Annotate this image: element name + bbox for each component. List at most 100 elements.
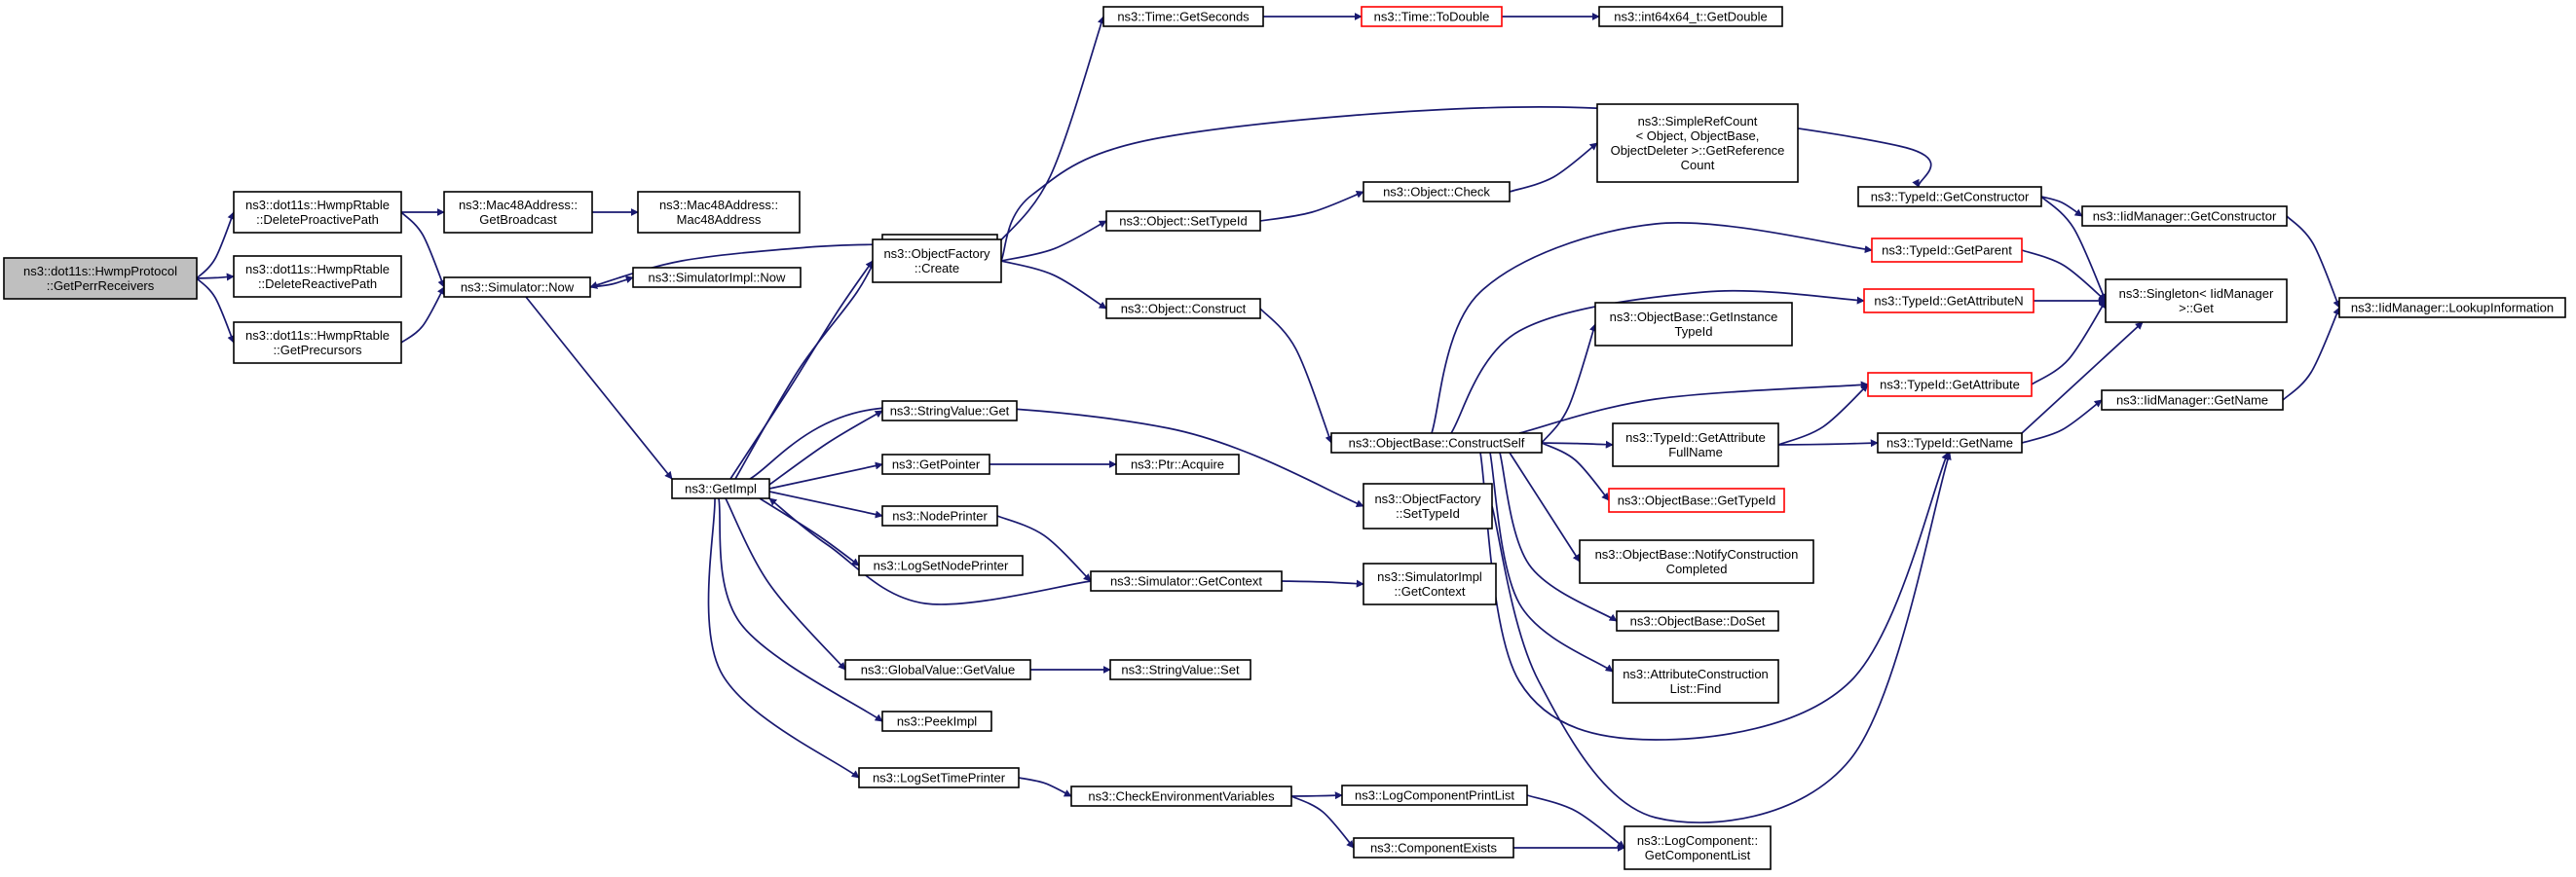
node-ptracquire[interactable]: ns3::Ptr::Acquire [1115,454,1240,475]
node-obnotify[interactable]: ns3::ObjectBase::NotifyConstructionCompl… [1579,539,1814,584]
node-label: ns3::ObjectBase::GetTypeId [1618,493,1776,508]
node-obdoset[interactable]: ns3::ObjectBase::DoSet [1616,610,1779,632]
node-label: ns3::ObjectBase::GetInstance [1610,310,1778,324]
node-box [858,767,1020,788]
edge-checkenv-to-compexists [1290,795,1355,849]
edge-path [1491,452,1952,823]
node-box [1579,539,1814,584]
node-tidgetparent[interactable]: ns3::TypeId::GetParent [1871,238,2023,263]
node-box [1090,570,1283,592]
node-tidgetctor[interactable]: ns3::TypeId::GetConstructor [1857,186,2042,207]
node-simnow[interactable]: ns3::Simulator::Now [443,276,591,298]
edge-getimpl-to-getpointer [768,461,883,490]
node-label: ns3::dot11s::HwmpProtocol [23,264,177,278]
node-peekimpl[interactable]: ns3::PeekImpl [881,711,992,732]
edge-root-to-getprec [196,277,235,344]
node-simimplctx[interactable]: ns3::SimulatorImpl::GetContext [1363,563,1497,605]
edge-getimpl-to-gvgetvalue [725,497,846,671]
node-delproact[interactable]: ns3::dot11s::HwmpRtable::DeleteProactive… [233,191,402,234]
node-getbcast[interactable]: ns3::Mac48Address::GetBroadcast [443,191,593,234]
node-logcompget[interactable]: ns3::LogComponent::GetComponentList [1624,825,1772,870]
node-box [1877,432,2023,454]
edge-path [1000,106,1932,262]
node-delreact[interactable]: ns3::dot11s::HwmpRtable::DeleteReactiveP… [233,255,402,298]
node-simplerefcount[interactable]: ns3::SimpleRefCount< Object, ObjectBase,… [1596,103,1799,183]
node-getimpl[interactable]: ns3::GetImpl [671,478,770,499]
edge-path [768,497,1092,605]
node-box [1115,454,1240,475]
edge-path [2021,249,2107,302]
edge-path [2021,399,2103,444]
node-ofcreate[interactable]: ns3::ObjectFactory::Create [872,238,1002,283]
node-int64get[interactable]: ns3::int64x64_t::GetDouble [1598,6,1783,27]
node-label: FullName [1668,445,1723,459]
node-label: ns3::Object::SetTypeId [1119,214,1248,229]
node-box [1594,302,1793,347]
node-label: ::Create [915,261,959,275]
node-box [881,400,1018,421]
node-ofsettid[interactable]: ns3::ObjectFactory::SetTypeId [1363,483,1493,530]
edge-path [749,405,1364,508]
node-getpointer[interactable]: ns3::GetPointer [881,454,990,475]
node-box [2338,297,2566,318]
node-constructself[interactable]: ns3::ObjectBase::ConstructSelf [1330,432,1543,454]
node-tidgetattr[interactable]: ns3::TypeId::GetAttribute [1867,372,2033,397]
edge-ofcreate-to-objsettid [1000,220,1107,262]
node-compexists[interactable]: ns3::ComponentExists [1353,837,1514,859]
node-checkenv[interactable]: ns3::CheckEnvironmentVariables [1070,786,1292,807]
node-box [1857,186,2042,207]
edge-path [196,211,236,279]
edge-iidgetctor-to-iidlookup [2286,215,2340,309]
node-logsetnode[interactable]: ns3::LogSetNodePrinter [858,555,1024,576]
node-label: ns3::Object::Check [1383,185,1490,200]
node-label: ns3::GetImpl [685,482,757,496]
node-label: ns3::dot11s::HwmpRtable [245,328,390,343]
node-iidgetname[interactable]: ns3::IidManager::GetName [2101,389,2284,411]
node-label: ns3::Object::Construct [1121,302,1247,316]
node-obgettid[interactable]: ns3::ObjectBase::GetTypeId [1608,488,1785,513]
node-nodeprinter[interactable]: ns3::NodePrinter [881,505,998,527]
node-label: ns3::IidManager::GetConstructor [2093,209,2277,224]
node-simimplnow[interactable]: ns3::SimulatorImpl::Now [632,267,802,288]
node-gvgetvalue[interactable]: ns3::GlobalValue::GetValue [844,659,1031,680]
node-label: ns3::CheckEnvironmentVariables [1088,789,1275,804]
node-box [858,555,1024,576]
node-todouble[interactable]: ns3::Time::ToDouble [1361,6,1503,27]
edge-path [1290,795,1355,849]
node-box [3,257,198,300]
edge-path [768,491,883,519]
edge-tidgetparent-to-singletonget [2021,249,2107,302]
node-box [1871,238,2023,263]
node-objconstruct[interactable]: ns3::Object::Construct [1105,298,1261,319]
node-tidgetattrn[interactable]: ns3::TypeId::GetAttributeN [1863,288,2035,313]
node-objsettid[interactable]: ns3::Object::SetTypeId [1105,210,1261,232]
edge-simgetctx-to-simimplctx [1281,579,1364,588]
node-label: Completed [1666,562,1728,576]
node-stringset[interactable]: ns3::StringValue::Set [1109,659,1251,680]
node-tidgetname[interactable]: ns3::TypeId::GetName [1877,432,2023,454]
node-label: ns3::SimulatorImpl::Now [649,271,786,285]
node-label: ::GetPerrReceivers [47,278,155,293]
node-box [1616,610,1779,632]
node-simgetctx[interactable]: ns3::Simulator::GetContext [1090,570,1283,592]
node-singletonget[interactable]: ns3::Singleton< IidManager>::Get [2105,278,2288,323]
node-gettseconds[interactable]: ns3::Time::GetSeconds [1102,6,1264,27]
node-mac48[interactable]: ns3::Mac48Address::Mac48Address [637,191,801,234]
node-logcompprint[interactable]: ns3::LogComponentPrintList [1341,785,1528,806]
node-box [1612,422,1779,467]
node-objcheck[interactable]: ns3::Object::Check [1363,181,1511,202]
node-label: ns3::IidManager::LookupInformation [2351,301,2554,315]
edge-path [400,286,445,344]
node-logsettime[interactable]: ns3::LogSetTimePrinter [858,767,1020,788]
edge-path [1290,791,1343,800]
node-getprec[interactable]: ns3::dot11s::HwmpRtable::GetPrecursors [233,321,402,364]
node-label: ns3::GlobalValue::GetValue [861,663,1016,677]
node-box [881,505,998,527]
node-iidgetctor[interactable]: ns3::IidManager::GetConstructor [2081,205,2288,227]
node-iidlookup[interactable]: ns3::IidManager::LookupInformation [2338,297,2566,318]
node-stringget[interactable]: ns3::StringValue::Get [881,400,1018,421]
node-root[interactable]: ns3::dot11s::HwmpProtocol::GetPerrReceiv… [3,257,198,300]
